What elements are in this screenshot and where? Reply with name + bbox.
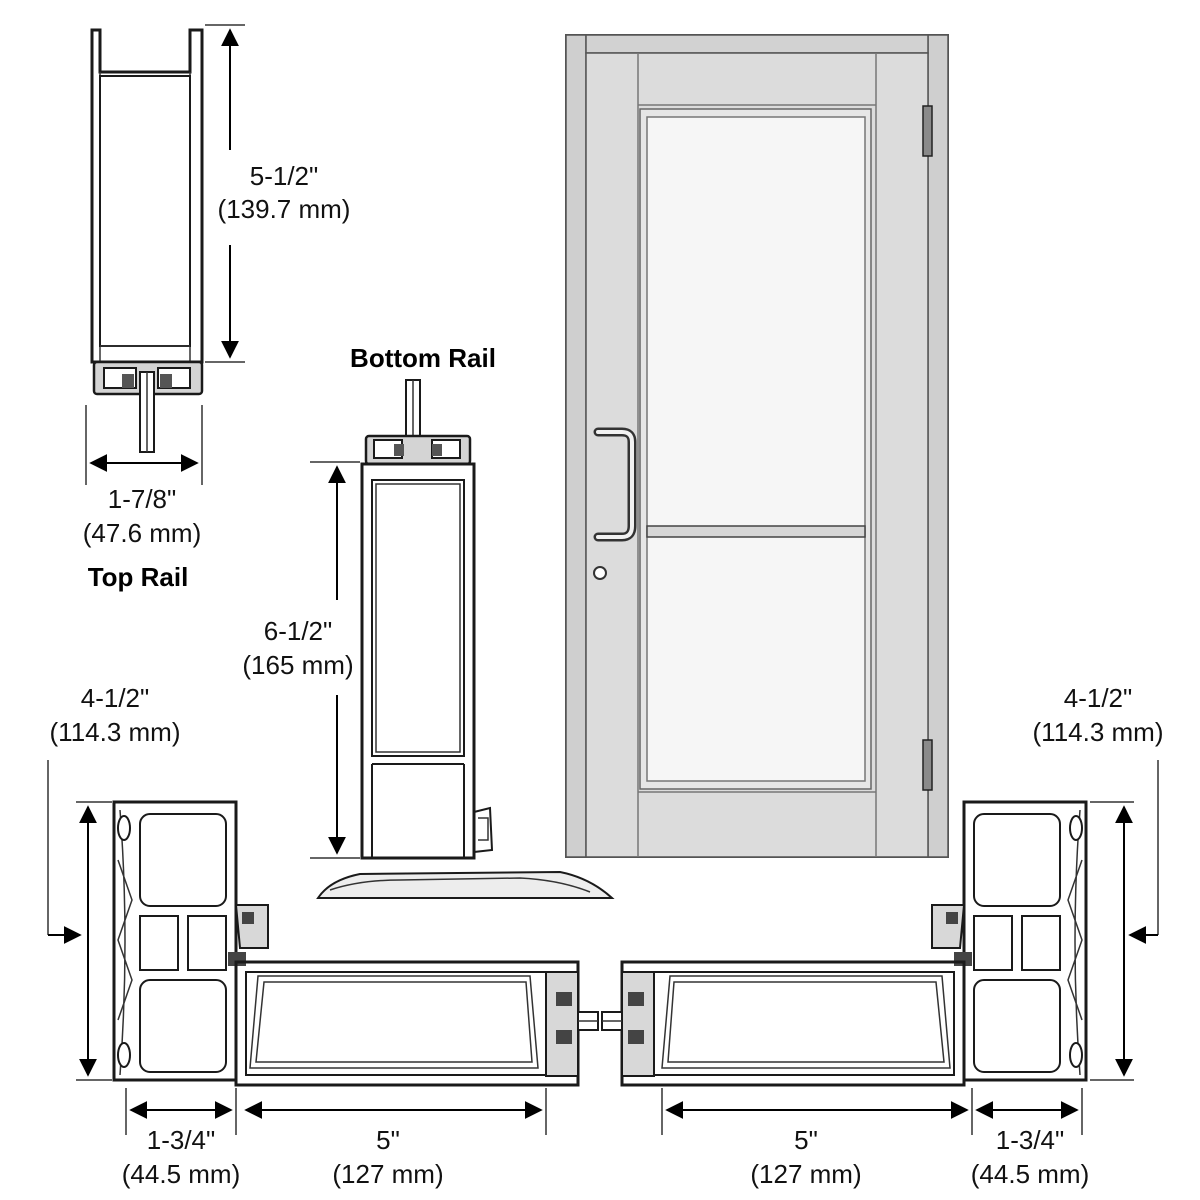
threshold — [316, 870, 615, 899]
left-stile-width-label: 5" — [376, 1125, 400, 1155]
bottom-rail-section — [310, 379, 615, 899]
left-stile-section — [47, 760, 599, 1135]
right-stile-height-mm-label: (114.3 mm) — [1033, 717, 1164, 747]
right-stile-section — [601, 760, 1159, 1135]
door-lock-cylinder — [593, 566, 607, 580]
left-stile-width-mm-label: (127 mm) — [332, 1159, 443, 1189]
right-stile-width-mm-label: (127 mm) — [750, 1159, 861, 1189]
top-rail-height-mm-label: (139.7 mm) — [218, 194, 351, 224]
right-jamb-width-mm-label: (44.5 mm) — [971, 1159, 1089, 1189]
bottom-rail-title: Bottom Rail — [350, 343, 496, 373]
right-stile-height-label: 4-1/2" — [1064, 683, 1133, 713]
left-stile-height-mm-label: (114.3 mm) — [50, 717, 181, 747]
door-hinge-bottom — [922, 739, 933, 791]
bottom-rail-height-label: 6-1/2" — [264, 616, 333, 646]
bottom-rail-height-mm-label: (165 mm) — [242, 650, 353, 680]
top-rail-width-mm-label: (47.6 mm) — [83, 518, 201, 548]
left-jamb-width-label: 1-3/4" — [147, 1125, 216, 1155]
door-mid-rail — [646, 525, 866, 538]
left-stile-height-label: 4-1/2" — [81, 683, 150, 713]
door-hinge-top — [922, 105, 933, 157]
top-rail-section — [85, 24, 245, 485]
left-jamb-width-mm-label: (44.5 mm) — [122, 1159, 240, 1189]
top-rail-width-label: 1-7/8" — [108, 484, 177, 514]
top-rail-height-label: 5-1/2" — [250, 161, 319, 191]
top-rail-title: Top Rail — [88, 562, 189, 592]
right-stile-width-label: 5" — [794, 1125, 818, 1155]
right-jamb-width-label: 1-3/4" — [996, 1125, 1065, 1155]
door-elevation — [565, 34, 949, 858]
